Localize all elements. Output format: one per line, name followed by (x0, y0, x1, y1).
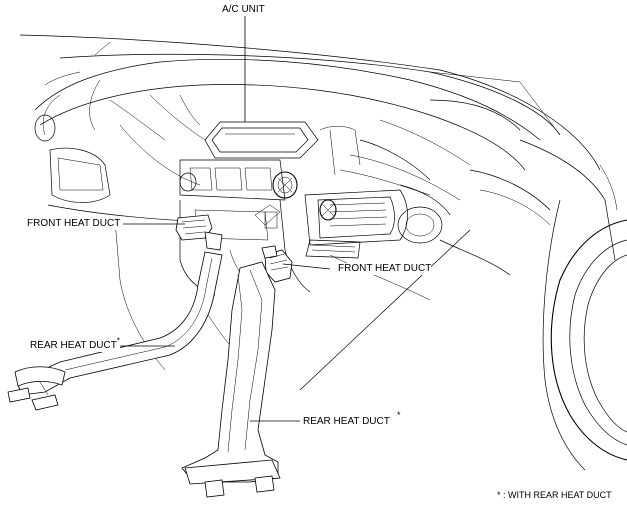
rear-heat-duct-left (7, 251, 223, 411)
front-heat-duct-right-label: FRONT HEAT DUCT (338, 263, 432, 275)
door-and-body (429, 99, 616, 261)
right-dashboard (299, 119, 511, 391)
front-heat-duct-left-label: FRONT HEAT DUCT (27, 218, 121, 230)
front-wheel (542, 164, 627, 471)
rear-heat-duct-left-label: REAR HEAT DUCT* (30, 336, 120, 352)
rear-heat-duct-center-label: REAR HEAT DUCT (303, 416, 390, 428)
front-heat-duct-left (175, 214, 223, 251)
rear-heat-duct-center-text: REAR HEAT DUCT (303, 416, 390, 427)
leader-front-duct-right (282, 263, 331, 270)
dashboard-outline (34, 58, 541, 223)
asterisk-marker-center: * (397, 410, 401, 420)
rear-heat-duct-center (181, 261, 281, 498)
asterisk-marker: * (116, 336, 120, 346)
leader-lines (120, 15, 331, 422)
rear-heat-duct-left-text: REAR HEAT DUCT (30, 340, 117, 351)
ac-unit-label: A/C UNIT (222, 4, 265, 16)
center-console (179, 121, 361, 296)
windshield-outline (19, 34, 601, 171)
footnote: * : WITH REAR HEAT DUCT (497, 489, 612, 501)
front-heat-duct-right (261, 245, 293, 283)
